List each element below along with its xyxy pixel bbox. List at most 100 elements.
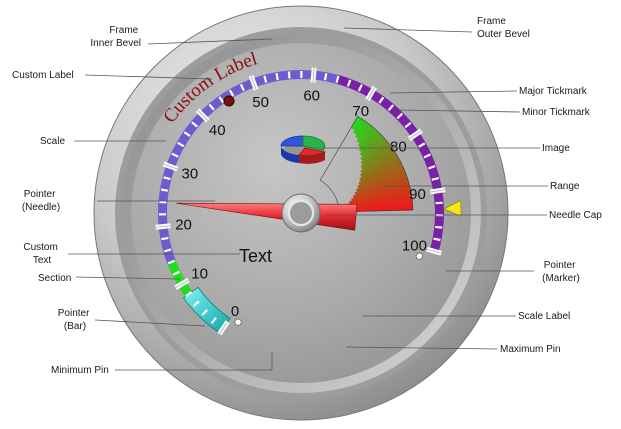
callout-custom-label: Custom Label bbox=[12, 70, 74, 81]
major-tick-edge-40 bbox=[197, 109, 209, 121]
minor-tick-280 bbox=[163, 176, 171, 181]
range-segment-6 bbox=[359, 133, 384, 157]
callout-frame-outer-bevel-line2: Outer Bevel bbox=[477, 29, 530, 40]
callout-pointer-bar-line2: (Bar) bbox=[64, 321, 86, 332]
range-segment-11 bbox=[359, 151, 398, 178]
minor-tick-320 bbox=[171, 152, 179, 158]
range-segment-1 bbox=[353, 118, 367, 135]
range-segment-10 bbox=[360, 148, 396, 174]
minor-tick-40 bbox=[201, 309, 208, 316]
major-tick-edge-50 bbox=[250, 75, 257, 91]
scale-label-20: 20 bbox=[175, 217, 192, 234]
range-segment-8 bbox=[360, 140, 390, 166]
marker bbox=[443, 199, 462, 218]
callout-custom-text: Custom Text bbox=[23, 242, 60, 266]
scale-label-70: 70 bbox=[352, 103, 369, 120]
range-layer bbox=[319, 115, 414, 213]
range-segment-4 bbox=[357, 127, 378, 149]
scale-label-90: 90 bbox=[409, 186, 426, 203]
scale-label-0: 0 bbox=[231, 303, 239, 320]
range-segment-13 bbox=[358, 160, 403, 186]
callout-pointer-needle-line2: (Needle) bbox=[22, 202, 60, 213]
major-tick-edge-70 bbox=[367, 86, 376, 101]
callout-pointer-bar: Pointer (Bar) bbox=[58, 308, 92, 332]
minor-tick-20 bbox=[210, 317, 217, 324]
minor-tick-840 bbox=[423, 153, 431, 159]
minimum-pin bbox=[234, 318, 242, 326]
scale-label-80: 80 bbox=[390, 138, 407, 155]
minor-tick-640 bbox=[335, 75, 340, 84]
minor-tick-80 bbox=[185, 291, 193, 298]
minor-tick-960 bbox=[435, 225, 443, 229]
pins bbox=[234, 252, 423, 326]
minor-tick-420 bbox=[208, 103, 215, 111]
minor-tick-680 bbox=[357, 84, 363, 92]
range-outline bbox=[319, 115, 414, 213]
minor-tick-660 bbox=[346, 79, 352, 87]
callout-pointer-marker: Pointer (Marker) bbox=[542, 260, 580, 284]
callout-pointer-needle-line1: Pointer bbox=[24, 189, 56, 200]
major-tick-edge-20 bbox=[155, 225, 171, 228]
major-tick-edge-60 bbox=[312, 67, 315, 83]
minor-tick-720 bbox=[378, 96, 385, 104]
minor-tick-740 bbox=[387, 104, 395, 112]
minor-tick-440 bbox=[218, 96, 225, 104]
range-segment-2 bbox=[354, 121, 370, 140]
callout-pointer-marker-line1: Pointer bbox=[544, 260, 576, 271]
range-segment-21 bbox=[344, 195, 413, 209]
major-tick-edge-10 bbox=[175, 279, 189, 289]
minor-tick-620 bbox=[323, 73, 328, 81]
major-tick-edge-100 bbox=[426, 248, 442, 254]
callout-frame-inner-bevel-line2: Inner Bevel bbox=[90, 38, 141, 49]
scale-section-2 bbox=[336, 75, 444, 253]
range-segment-12 bbox=[359, 155, 401, 182]
scale-label-30: 30 bbox=[181, 165, 198, 182]
scale-label-50: 50 bbox=[252, 94, 269, 111]
range-segment-19 bbox=[349, 186, 411, 204]
custom-text: Text bbox=[239, 246, 272, 266]
range-segment-0 bbox=[350, 116, 363, 131]
callouts bbox=[68, 27, 548, 371]
scale-label-100: 100 bbox=[402, 238, 427, 255]
minor-tick-880 bbox=[431, 177, 439, 181]
minor-tick-160 bbox=[163, 248, 172, 253]
scale-label-10: 10 bbox=[191, 265, 208, 282]
minor-tick-860 bbox=[428, 165, 436, 170]
major-tick-edge-90 bbox=[430, 189, 446, 193]
range-segment-22 bbox=[342, 200, 413, 211]
callout-custom-text-line1: Custom bbox=[23, 242, 57, 253]
minor-tick-380 bbox=[191, 121, 198, 128]
major-tick-edge-0 bbox=[219, 321, 228, 335]
range-segment-5 bbox=[358, 130, 381, 153]
minor-tick-120 bbox=[172, 270, 180, 276]
minor-tick-480 bbox=[239, 83, 245, 92]
callout-range: Range bbox=[550, 181, 580, 192]
tickmarks bbox=[155, 67, 446, 336]
callout-minor-tickmark: Minor Tickmark bbox=[522, 107, 591, 118]
minor-tick-540 bbox=[275, 72, 279, 81]
callout-maximum-pin: Maximum Pin bbox=[500, 344, 561, 355]
minor-tick-460 bbox=[228, 89, 235, 97]
3d-pie-chart-icon bbox=[280, 135, 327, 164]
minor-tick-560 bbox=[287, 71, 291, 79]
range-segment-7 bbox=[360, 137, 387, 162]
minor-tick-760 bbox=[396, 112, 404, 120]
minor-tick-60 bbox=[192, 300, 200, 307]
range-segment-17 bbox=[352, 177, 409, 199]
minor-tick-140 bbox=[167, 259, 176, 265]
range-segment-9 bbox=[360, 144, 393, 170]
scale-label-60: 60 bbox=[303, 87, 320, 104]
range-segment-15 bbox=[356, 168, 406, 192]
minor-tick-240 bbox=[159, 200, 167, 204]
callout-scale-label: Scale Label bbox=[518, 311, 570, 322]
needle-cap-inner bbox=[288, 200, 314, 226]
callout-frame-outer-bevel: Frame Outer Bevel bbox=[477, 16, 530, 40]
minor-tick-980 bbox=[433, 237, 441, 242]
range-segment-16 bbox=[354, 172, 408, 196]
callout-pointer-bar-line1: Pointer bbox=[58, 308, 90, 319]
callout-needle-cap: Needle Cap bbox=[549, 210, 602, 221]
callout-image: Image bbox=[542, 143, 570, 154]
callout-labels: Frame Inner Bevel Frame Outer Bevel Cust… bbox=[12, 16, 602, 376]
